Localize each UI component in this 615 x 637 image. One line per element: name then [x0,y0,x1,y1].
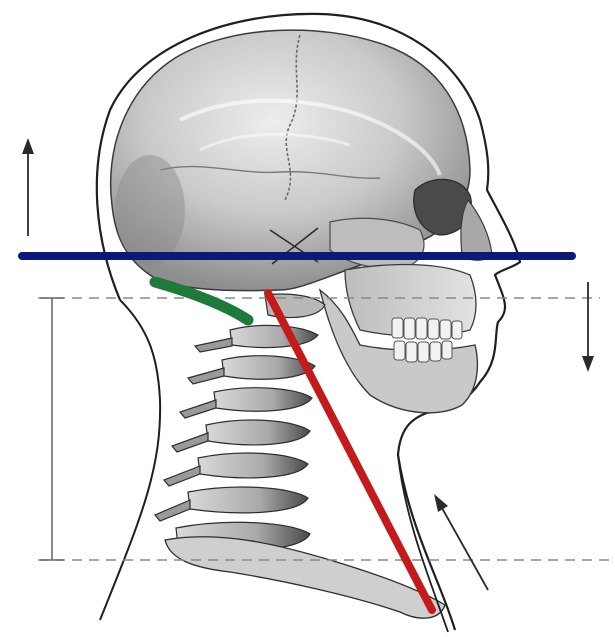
arrow-up-icon [22,138,34,236]
measurement-bracket [40,298,64,560]
arrow-down-icon [582,282,594,372]
cranium-shadow [115,155,185,265]
arrow-diagonal-icon [434,494,488,590]
cervical-spine [155,294,325,550]
nasal-bone [461,200,492,260]
teeth [392,318,462,362]
back-of-neck [100,300,160,620]
